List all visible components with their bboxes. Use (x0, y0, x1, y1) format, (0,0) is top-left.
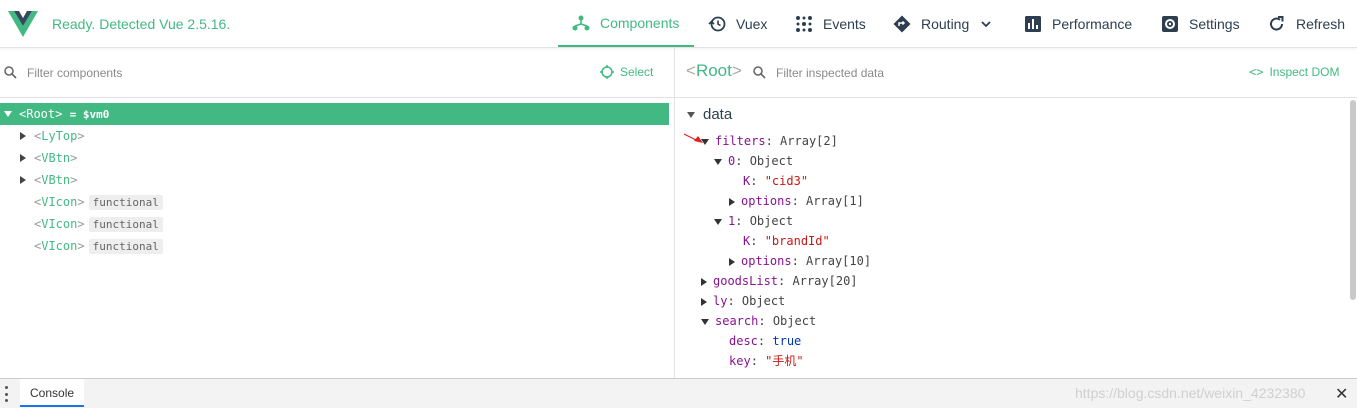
inspected-component-title: <Root> (686, 61, 742, 80)
vue-logo-icon (8, 11, 38, 37)
tree-node[interactable]: <VIcon>functional (0, 213, 674, 235)
tab-label: Components (600, 14, 680, 31)
caret-down-icon (687, 111, 695, 118)
tab-label: Vuex (736, 15, 768, 32)
caret-right-icon[interactable] (20, 154, 26, 162)
console-drawer: Console https://blog.csdn.net/weixin_423… (0, 378, 1357, 408)
tree-icon (572, 14, 590, 32)
components-toolbar: Select (0, 48, 674, 98)
data-scrollbar[interactable] (1350, 100, 1356, 300)
select-button[interactable]: Select (600, 65, 653, 79)
filter-data-input[interactable] (776, 63, 1176, 83)
data-row[interactable]: search: Object (701, 311, 816, 331)
data-row[interactable]: 0: Object (714, 151, 793, 171)
data-row[interactable]: options: Array[10] (729, 251, 871, 271)
tab-components[interactable]: Components (558, 0, 694, 47)
tab-label: Performance (1052, 15, 1133, 32)
component-name: VBtn (41, 173, 71, 187)
functional-badge: functional (88, 195, 163, 210)
select-label: Select (620, 65, 654, 79)
refresh-button[interactable]: Refresh (1268, 0, 1345, 47)
tab-console[interactable]: Console (20, 379, 85, 407)
gear-icon (1161, 15, 1179, 33)
caret-right-icon[interactable] (20, 176, 26, 184)
caret-down-icon[interactable] (4, 111, 12, 117)
inspect-dom-label: Inspect DOM (1269, 65, 1340, 79)
watermark: https://blog.csdn.net/weixin_4232380 (1075, 385, 1306, 401)
functional-badge: functional (88, 239, 163, 254)
code-icon: <> (1249, 65, 1264, 79)
close-icon[interactable]: ✕ (1335, 386, 1349, 403)
data-row[interactable]: filters: Array[2] (701, 131, 838, 151)
caret-right-icon[interactable] (20, 132, 26, 140)
data-row[interactable]: K: "brandId" (743, 234, 830, 248)
chart-icon (1024, 15, 1042, 33)
events-icon (795, 15, 813, 33)
data-row[interactable]: 1: Object (714, 211, 793, 231)
routing-icon (893, 15, 911, 33)
crosshair-icon (600, 65, 614, 79)
inspect-dom-button[interactable]: <> Inspect DOM (1249, 65, 1339, 79)
tab-label: Events (823, 15, 866, 32)
tree-node[interactable]: <VIcon>functional (0, 191, 674, 213)
component-name: VIcon (41, 217, 78, 231)
data-row[interactable]: key: "手机" (729, 354, 804, 368)
data-section-header[interactable]: data (687, 106, 732, 123)
data-row[interactable]: options: Array[1] (729, 191, 864, 211)
tab-label: Routing (921, 15, 970, 32)
tab-events[interactable]: Events (795, 0, 866, 47)
red-arrow-annotation-icon (683, 133, 703, 143)
history-icon (708, 15, 726, 33)
tree-node[interactable]: <VBtn> (0, 147, 674, 169)
data-inspector: data filters: Array[2] 0: Object K: "cid… (675, 100, 1347, 378)
functional-badge: functional (88, 217, 163, 232)
component-name: Root (26, 107, 56, 121)
chevron-down-icon (977, 15, 995, 33)
tree-node[interactable]: <VIcon>functional (0, 235, 674, 257)
search-icon (4, 66, 17, 79)
status-text: Ready. Detected Vue 2.5.16. (52, 16, 231, 32)
data-row[interactable]: desc: true (729, 334, 802, 348)
section-title: data (703, 106, 733, 123)
tree-node[interactable]: <VBtn> (0, 169, 674, 191)
inspector-toolbar: <Root> <> Inspect DOM (675, 48, 1357, 98)
devtools-header: Ready. Detected Vue 2.5.16. Components V… (0, 0, 1357, 48)
tab-performance[interactable]: Performance (1024, 0, 1132, 47)
filter-components-input[interactable] (27, 63, 527, 83)
data-row[interactable]: K: "cid3" (743, 174, 809, 188)
component-name: VIcon (41, 239, 78, 253)
component-name: VBtn (41, 151, 71, 165)
tab-vuex[interactable]: Vuex (708, 0, 767, 47)
search-icon (753, 66, 766, 79)
component-name: LyTop (41, 129, 78, 143)
tree-node-root[interactable]: <Root> = $vm0 (0, 103, 669, 125)
vm-reference: = $vm0 (69, 108, 110, 121)
tab-routing[interactable]: Routing (893, 0, 995, 47)
component-tree: <Root> = $vm0 <LyTop> <VBtn> <VBtn> <VIc… (0, 103, 674, 257)
component-name: VIcon (41, 195, 78, 209)
more-options-icon[interactable] (4, 386, 8, 402)
data-row[interactable]: goodsList: Array[20] (701, 271, 858, 291)
tab-settings[interactable]: Settings (1161, 0, 1240, 47)
tab-label: Settings (1189, 15, 1240, 32)
tree-node[interactable]: <LyTop> (0, 125, 674, 147)
tab-label: Refresh (1296, 15, 1346, 32)
data-row[interactable]: ly: Object (701, 291, 785, 311)
pane-divider[interactable] (674, 48, 675, 378)
refresh-icon (1268, 15, 1286, 33)
